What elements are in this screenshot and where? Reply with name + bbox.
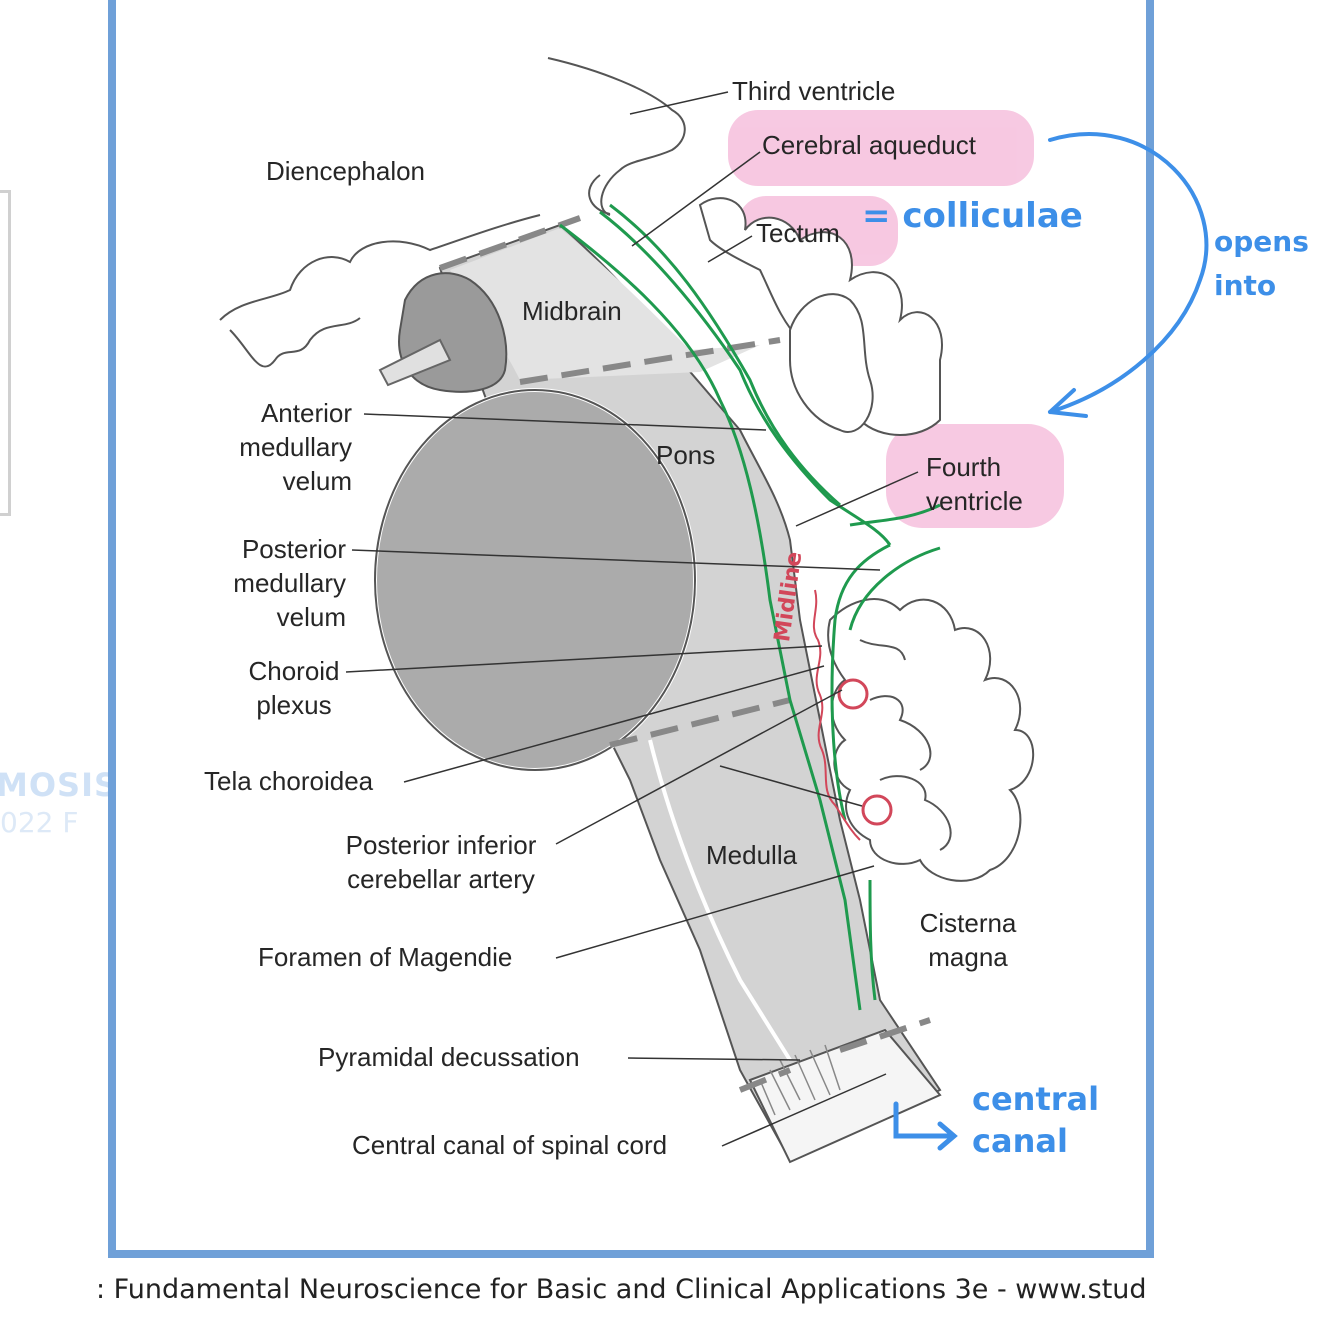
opens-into-arrowhead bbox=[1050, 390, 1086, 416]
label-cerebral-aqueduct: Cerebral aqueduct bbox=[762, 128, 976, 162]
label-line: plexus bbox=[224, 688, 364, 722]
diencephalon-lower-outline bbox=[230, 318, 360, 367]
label-line: Posterior bbox=[190, 532, 346, 566]
label-diencephalon: Diencephalon bbox=[266, 154, 425, 188]
label-line: ventricle bbox=[926, 484, 1023, 518]
leader-third-ventricle bbox=[630, 92, 728, 114]
label-third-ventricle: Third ventricle bbox=[732, 74, 895, 108]
label-cisterna-magna: Cisterna magna bbox=[898, 906, 1038, 974]
label-line: medullary bbox=[200, 430, 352, 464]
label-line: Anterior bbox=[200, 396, 352, 430]
label-pyramidal-decussation: Pyramidal decussation bbox=[318, 1040, 580, 1074]
label-choroid-plexus: Choroid plexus bbox=[224, 654, 364, 722]
label-line: Choroid bbox=[224, 654, 364, 688]
annotation-line: canal bbox=[972, 1120, 1099, 1162]
cerebellum-oval bbox=[375, 390, 695, 770]
label-line: cerebellar artery bbox=[316, 862, 566, 896]
label-central-canal: Central canal of spinal cord bbox=[352, 1128, 667, 1162]
annotation-line: into bbox=[1214, 264, 1309, 308]
cerebellum-folia-2 bbox=[790, 294, 873, 432]
label-line: Posterior inferior bbox=[316, 828, 566, 862]
label-line: Fourth bbox=[926, 450, 1023, 484]
label-fourth-ventricle: Fourth ventricle bbox=[926, 450, 1023, 518]
annotation-opens-into: opens into bbox=[1214, 220, 1309, 308]
label-tectum: Tectum bbox=[756, 216, 840, 250]
annotation-line: opens bbox=[1214, 220, 1309, 264]
source-caption: : Fundamental Neuroscience for Basic and… bbox=[96, 1274, 1147, 1305]
label-line: magna bbox=[898, 940, 1038, 974]
label-pica: Posterior inferior cerebellar artery bbox=[316, 828, 566, 896]
label-pons: Pons bbox=[656, 438, 715, 472]
label-medulla: Medulla bbox=[706, 838, 797, 872]
label-posterior-medullary-velum: Posterior medullary velum bbox=[190, 532, 346, 634]
label-midbrain: Midbrain bbox=[522, 294, 622, 328]
label-line: velum bbox=[200, 464, 352, 498]
annotation-central-canal: central canal bbox=[972, 1078, 1099, 1162]
label-line: Cisterna bbox=[898, 906, 1038, 940]
opens-into-arrow bbox=[1050, 134, 1206, 412]
annotation-colliculae: = colliculae bbox=[862, 196, 1083, 236]
label-line: velum bbox=[190, 600, 346, 634]
annotation-line: central bbox=[972, 1078, 1099, 1120]
label-line: medullary bbox=[190, 566, 346, 600]
label-tela-choroidea: Tela choroidea bbox=[204, 764, 373, 798]
label-foramen-of-magendie: Foramen of Magendie bbox=[258, 940, 512, 974]
label-anterior-medullary-velum: Anterior medullary velum bbox=[200, 396, 352, 498]
